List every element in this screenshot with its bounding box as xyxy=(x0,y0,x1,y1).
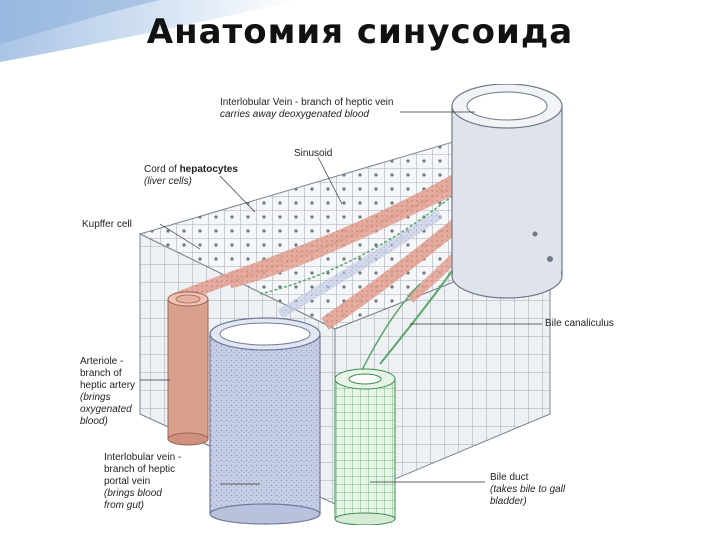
label-cord-of-hepatocytes: Cord of hepatocytes (liver cells) xyxy=(144,164,238,187)
label-bile-duct: Bile duct (takes bile to gall bladder) xyxy=(490,472,566,507)
label-interlobular-hepatic-vein: Interlobular Vein - branch of heptic vei… xyxy=(220,97,394,120)
label-bile-canaliculus: Bile canaliculus xyxy=(545,318,614,329)
header-swoosh xyxy=(0,0,300,62)
slide-title: Анатомия синусоида xyxy=(146,12,574,52)
label-sinusoid: Sinusoid xyxy=(294,148,333,159)
label-kupffer-cell: Kupffer cell xyxy=(82,219,132,230)
label-interlobular-portal-vein: Interlobular vein - branch of heptic por… xyxy=(104,452,182,511)
label-arteriole: Arteriole - branch of heptic artery (bri… xyxy=(80,356,136,427)
liver-lobule-illustration xyxy=(138,84,563,525)
sinusoid-anatomy-figure: Interlobular Vein - branch of heptic vei… xyxy=(80,84,633,525)
